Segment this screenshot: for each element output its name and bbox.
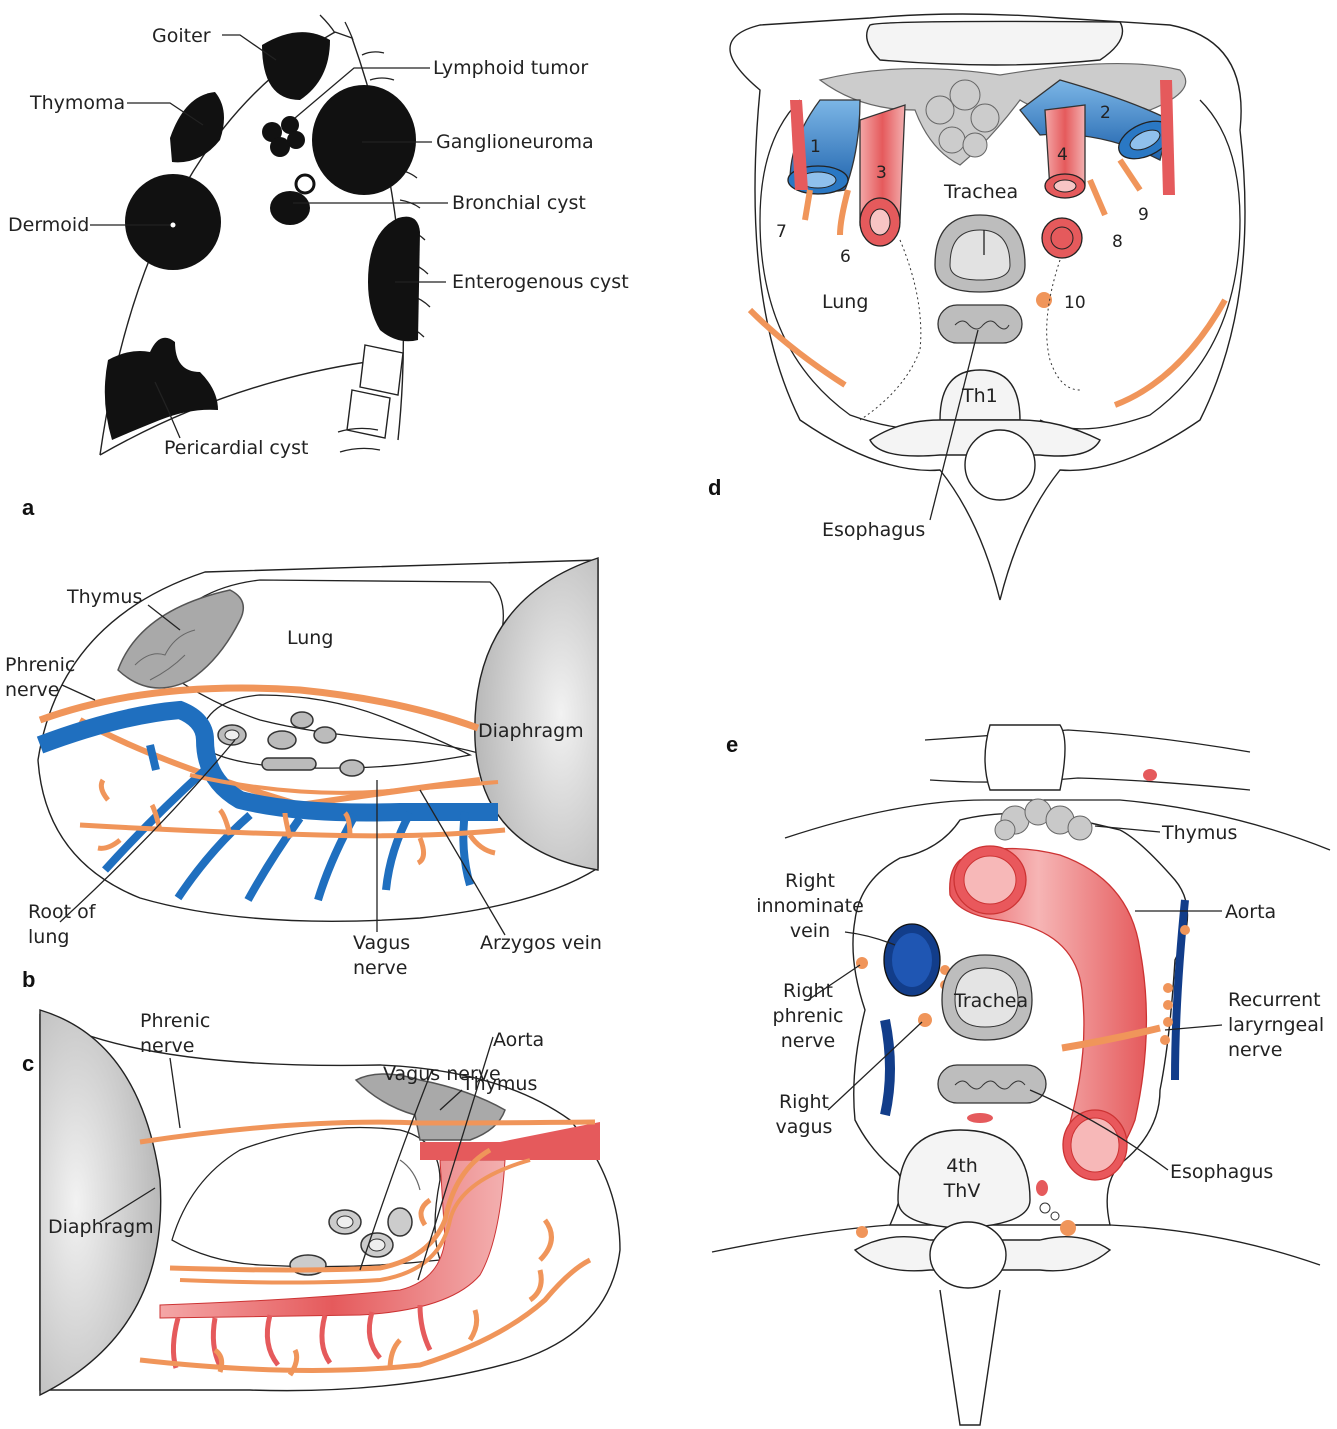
label-phrenic-c-2: nerve <box>140 1035 194 1057</box>
label-rpn-e-2: phrenic <box>773 1005 844 1027</box>
label-rv-e-1: Right <box>779 1091 829 1113</box>
num-2-d: 2 <box>1100 103 1111 123</box>
label-rln-e-2: laryrngeal <box>1228 1014 1324 1036</box>
num-10-d: 10 <box>1064 293 1086 313</box>
label-lymphoid-tumor: Lymphoid tumor <box>433 57 588 79</box>
esophagus-e <box>938 1065 1046 1103</box>
label-phrenic-b-2: nerve <box>5 679 59 701</box>
label-thymus-e: Thymus <box>1161 822 1237 844</box>
label-rin-e-3: vein <box>790 920 830 942</box>
label-thymus-b: Thymus <box>66 586 142 608</box>
label-phrenic-c-1: Phrenic <box>140 1010 210 1032</box>
sternum-d <box>867 21 1123 65</box>
label-vagus-c: Vagus nerve <box>383 1063 501 1085</box>
label-phrenic-b-1: Phrenic <box>5 654 75 676</box>
pericardial-mass <box>105 338 218 440</box>
label-dermoid: Dermoid <box>8 214 89 236</box>
panel-b: Thymus Lung Phrenic nerve Diaphragm Root… <box>5 558 602 992</box>
label-thv-e-2: ThV <box>943 1180 981 1202</box>
bronchial-cyst-ring <box>296 175 314 193</box>
num-1-d: 1 <box>810 137 821 157</box>
label-lung-d: Lung <box>822 291 868 313</box>
label-trachea-e: Trachea <box>953 990 1028 1012</box>
label-rv-e-2: vagus <box>776 1116 833 1138</box>
panel-e: Thymus Aorta Right innominate vein Trach… <box>712 725 1330 1425</box>
label-rpn-e-1: Right <box>783 980 833 1002</box>
num-4-d: 4 <box>1057 145 1068 165</box>
label-diaphragm-c: Diaphragm <box>48 1216 154 1238</box>
num-6-d: 6 <box>840 247 851 267</box>
goiter-mass <box>262 32 330 100</box>
panel-letter-b: b <box>22 967 35 992</box>
label-thymoma: Thymoma <box>29 92 125 114</box>
label-thv-e-1: 4th <box>946 1155 978 1177</box>
spinal-canal-e <box>930 1222 1006 1288</box>
label-th1-d: Th1 <box>961 385 998 407</box>
vertebra-e <box>898 1130 1030 1228</box>
label-diaphragm-b: Diaphragm <box>478 720 584 742</box>
label-lung-b: Lung <box>287 627 333 649</box>
panel-letter-a: a <box>22 495 35 520</box>
label-bronchial-cyst: Bronchial cyst <box>452 192 586 214</box>
label-root-b-1: Root of <box>28 901 97 923</box>
label-pericardial-cyst: Pericardial cyst <box>164 437 308 459</box>
label-azygos-b: Arzygos vein <box>480 932 602 954</box>
label-trachea-d: Trachea <box>943 181 1018 203</box>
label-rin-e-1: Right <box>785 870 835 892</box>
num-9-d: 9 <box>1138 205 1149 225</box>
panel-letter-c: c <box>22 1051 34 1076</box>
label-ganglioneuroma: Ganglioneuroma <box>436 131 594 153</box>
label-aorta-c: Aorta <box>493 1029 544 1051</box>
ganglioneuroma-mass <box>312 85 416 195</box>
thymoma-mass <box>170 92 224 162</box>
esophagus-d <box>938 305 1022 343</box>
label-rln-e-3: nerve <box>1228 1039 1282 1061</box>
label-esophagus-e: Esophagus <box>1170 1161 1273 1183</box>
label-vagus-b-2: nerve <box>353 957 407 979</box>
label-goiter: Goiter <box>152 25 211 47</box>
label-esophagus-d: Esophagus <box>822 519 925 541</box>
num-8-d: 8 <box>1112 232 1123 252</box>
dermoid-mass <box>125 174 221 270</box>
panel-letter-e: e <box>726 732 738 757</box>
label-vagus-b-1: Vagus <box>353 932 410 954</box>
label-enterogenous-cyst: Enterogenous cyst <box>452 271 629 293</box>
num-3-d: 3 <box>876 163 887 183</box>
lymphoid-mass <box>262 116 305 157</box>
sternum-e <box>985 725 1065 790</box>
bronchial-cyst-mass <box>270 191 310 225</box>
label-aorta-e: Aorta <box>1225 901 1276 923</box>
enterogenous-mass <box>368 217 420 342</box>
panel-a: Goiter Thymoma Dermoid Pericardial cyst … <box>8 15 629 520</box>
panel-d: 1 2 3 4 6 7 8 9 10 Trachea Lung Th1 Esop… <box>708 14 1245 600</box>
label-rin-e-2: innominate <box>756 895 864 917</box>
panel-c: Phrenic nerve Thymus Diaphragm Aorta Vag… <box>22 1010 620 1395</box>
num-7-d: 7 <box>776 222 787 242</box>
label-rln-e-1: Recurrent <box>1228 989 1321 1011</box>
label-rpn-e-3: nerve <box>781 1030 835 1052</box>
panel-letter-d: d <box>708 475 721 500</box>
label-root-b-2: lung <box>28 926 69 948</box>
spinal-canal-d <box>965 430 1035 500</box>
